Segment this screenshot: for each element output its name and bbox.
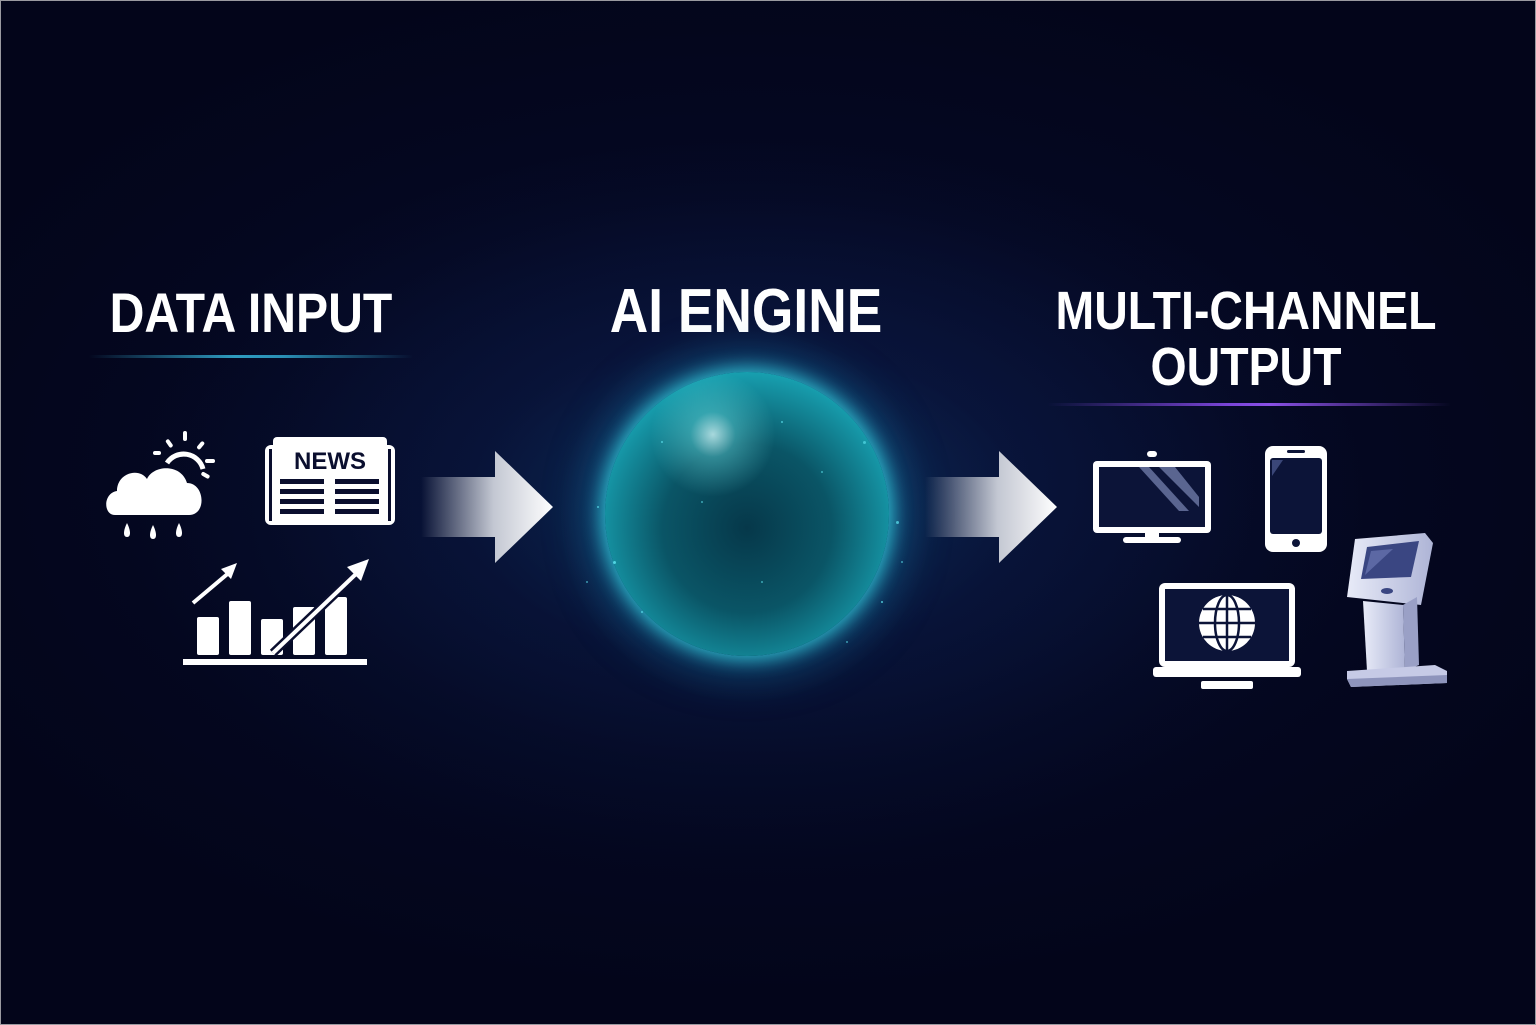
- ai-engine-sphere: [605, 372, 889, 656]
- smartphone-icon: [1265, 446, 1327, 552]
- output-title-line2: OUTPUT: [1150, 337, 1342, 397]
- kiosk-icon: [1347, 533, 1447, 687]
- bar-chart-trend-icon: [183, 559, 369, 665]
- data-input-underline: [89, 355, 413, 358]
- weather-cloud-rain-sun-icon: [106, 431, 215, 539]
- multi-channel-output-title: MULTI-CHANNEL OUTPUT: [1053, 283, 1440, 395]
- laptop-globe-icon: [1153, 583, 1301, 689]
- data-input-title: DATA INPUT: [109, 281, 393, 344]
- arrow-engine-to-output: [925, 451, 1057, 563]
- output-title-line1: MULTI-CHANNEL: [1055, 281, 1437, 341]
- newspaper-icon: NEWS: [265, 437, 395, 525]
- arrow-input-to-engine: [421, 451, 553, 563]
- globe-icon: [1199, 593, 1255, 653]
- news-label: NEWS: [294, 448, 366, 475]
- monitor-icon: [1093, 451, 1211, 543]
- multi-channel-output-underline: [1047, 403, 1451, 406]
- ai-engine-title: AI ENGINE: [609, 277, 883, 346]
